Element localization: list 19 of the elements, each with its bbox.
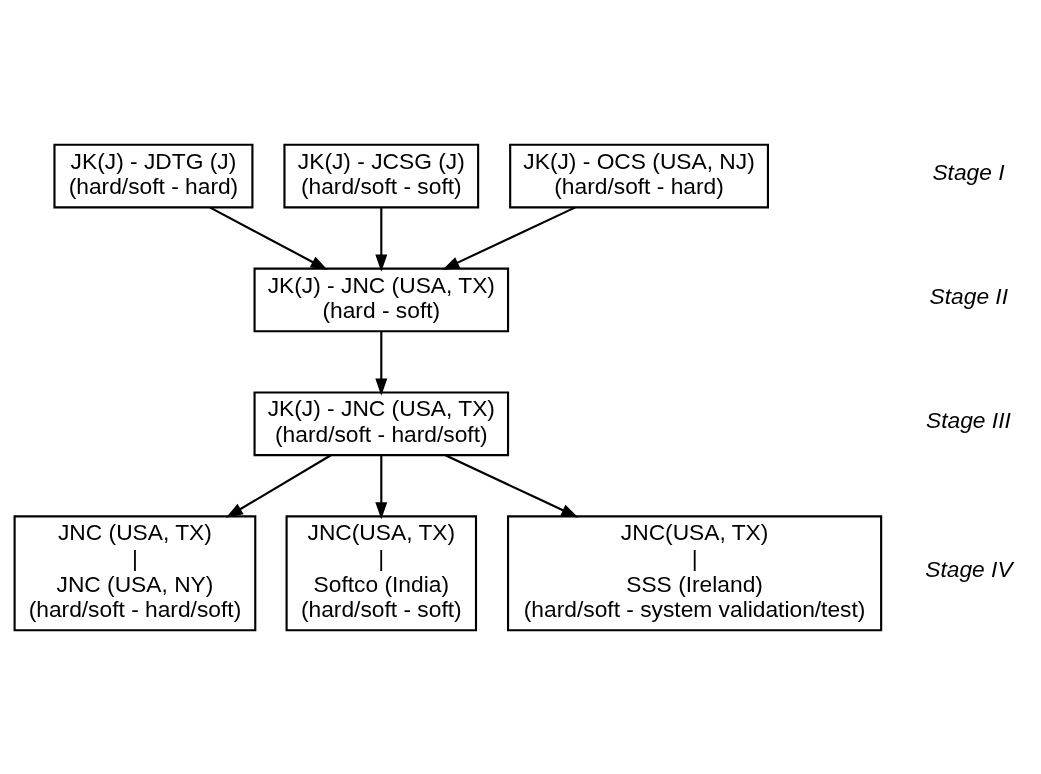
label: Stage I	[932, 158, 1005, 185]
node-box: JK(J) - JDTG (J) (hard/soft - hard)	[53, 143, 254, 208]
arrow	[225, 453, 332, 518]
arrow	[375, 206, 388, 272]
label: Stage IV	[925, 555, 1013, 582]
node-box: JK(J) - JCSG (J) (hard/soft - soft)	[283, 143, 480, 208]
arrow	[375, 330, 388, 396]
node-box: JNC(USA, TX) | SSS (Ireland) (hard/soft - system validation/test)	[506, 514, 883, 631]
arrow	[375, 455, 388, 519]
label: Stage II	[929, 282, 1009, 309]
node-box: JNC(USA, TX) | Softco (India) (hard/soft - soft)	[285, 514, 478, 631]
arrow	[209, 205, 328, 270]
node-box: JK(J) - JNC (USA, TX) (hard - soft)	[253, 267, 510, 332]
node-box: JNC (USA, TX) | JNC (USA, NY) (hard/soft - hard/soft)	[13, 514, 257, 631]
arrow	[445, 453, 579, 517]
node-box: JK(J) - OCS (USA, NJ) (hard/soft - hard)	[509, 143, 769, 208]
node-box: JK(J) - JNC (USA, TX) (hard/soft - hard/soft)	[253, 390, 510, 456]
label: Stage III	[926, 406, 1011, 433]
arrow	[442, 205, 576, 270]
